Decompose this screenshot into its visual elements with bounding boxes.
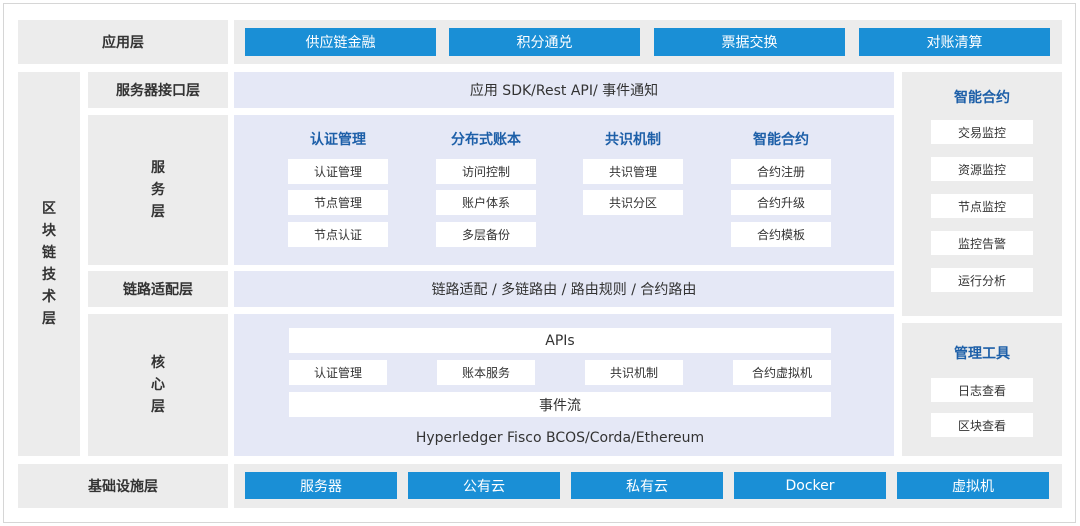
service-item-contract-upgrade: 合约升级 bbox=[731, 190, 831, 215]
app-item-supply-chain-finance: 供应链金融 bbox=[245, 28, 436, 56]
infra-item-public-cloud: 公有云 bbox=[408, 472, 560, 499]
infra-item-server: 服务器 bbox=[245, 472, 397, 499]
service-item-access-control: 访问控制 bbox=[436, 159, 536, 184]
monitor-item-analysis: 运行分析 bbox=[931, 268, 1033, 292]
app-item-points-exchange: 积分通兑 bbox=[449, 28, 640, 56]
core-apis: APIs bbox=[289, 328, 831, 353]
app-layer-label: 应用层 bbox=[18, 20, 228, 64]
core-layer-label-text: 核心层 bbox=[151, 355, 165, 415]
core-module-ledger-service: 账本服务 bbox=[437, 360, 535, 385]
core-layer-label: 核心层 bbox=[88, 314, 228, 456]
service-item-node-management: 节点管理 bbox=[288, 190, 388, 215]
service-item-account-system: 账户体系 bbox=[436, 190, 536, 215]
app-item-bill-exchange: 票据交换 bbox=[654, 28, 845, 56]
link-layer-label: 链路适配层 bbox=[88, 271, 228, 307]
core-module-consensus: 共识机制 bbox=[585, 360, 683, 385]
infra-item-docker: Docker bbox=[734, 472, 886, 499]
tool-item-log-view: 日志查看 bbox=[931, 378, 1033, 402]
app-item-reconciliation: 对账清算 bbox=[859, 28, 1050, 56]
management-tools-title: 管理工具 bbox=[954, 346, 1010, 362]
service-item-contract-register: 合约注册 bbox=[731, 159, 831, 184]
service-col-title-smart-contract: 智能合约 bbox=[753, 132, 809, 148]
service-layer-label-text: 服务层 bbox=[151, 160, 165, 220]
monitor-item-alert: 监控告警 bbox=[931, 231, 1033, 255]
link-layer-content: 链路适配 / 多链路由 / 路由规则 / 合约路由 bbox=[234, 271, 894, 307]
core-event-stream: 事件流 bbox=[289, 392, 831, 417]
service-col-title-consensus: 共识机制 bbox=[605, 132, 661, 148]
service-col-title-ledger: 分布式账本 bbox=[451, 132, 521, 148]
infra-layer-label: 基础设施层 bbox=[18, 464, 228, 508]
server-interface-label: 服务器接口层 bbox=[88, 72, 228, 108]
monitor-item-resource: 资源监控 bbox=[931, 157, 1033, 181]
server-interface-content: 应用 SDK/Rest API/ 事件通知 bbox=[234, 72, 894, 108]
service-item-node-auth: 节点认证 bbox=[288, 222, 388, 247]
smart-contract-panel-title: 智能合约 bbox=[954, 90, 1010, 106]
service-item-multi-backup: 多层备份 bbox=[436, 222, 536, 247]
service-item-contract-template: 合约模板 bbox=[731, 222, 831, 247]
core-module-auth: 认证管理 bbox=[289, 360, 387, 385]
service-item-auth-management: 认证管理 bbox=[288, 159, 388, 184]
tool-item-block-view: 区块查看 bbox=[931, 413, 1033, 437]
service-col-title-auth: 认证管理 bbox=[310, 132, 366, 148]
service-item-consensus-management: 共识管理 bbox=[583, 159, 683, 184]
monitor-item-transaction: 交易监控 bbox=[931, 120, 1033, 144]
infra-item-private-cloud: 私有云 bbox=[571, 472, 723, 499]
core-platforms: Hyperledger Fisco BCOS/Corda/Ethereum bbox=[415, 430, 705, 446]
blockchain-layer-label-text: 区块链技术层 bbox=[42, 201, 56, 327]
monitor-item-node: 节点监控 bbox=[931, 194, 1033, 218]
blockchain-layer-label: 区块链技术层 bbox=[18, 72, 80, 456]
service-item-consensus-partition: 共识分区 bbox=[583, 190, 683, 215]
core-module-contract-vm: 合约虚拟机 bbox=[733, 360, 831, 385]
infra-item-vm: 虚拟机 bbox=[897, 472, 1049, 499]
service-layer-label: 服务层 bbox=[88, 115, 228, 265]
